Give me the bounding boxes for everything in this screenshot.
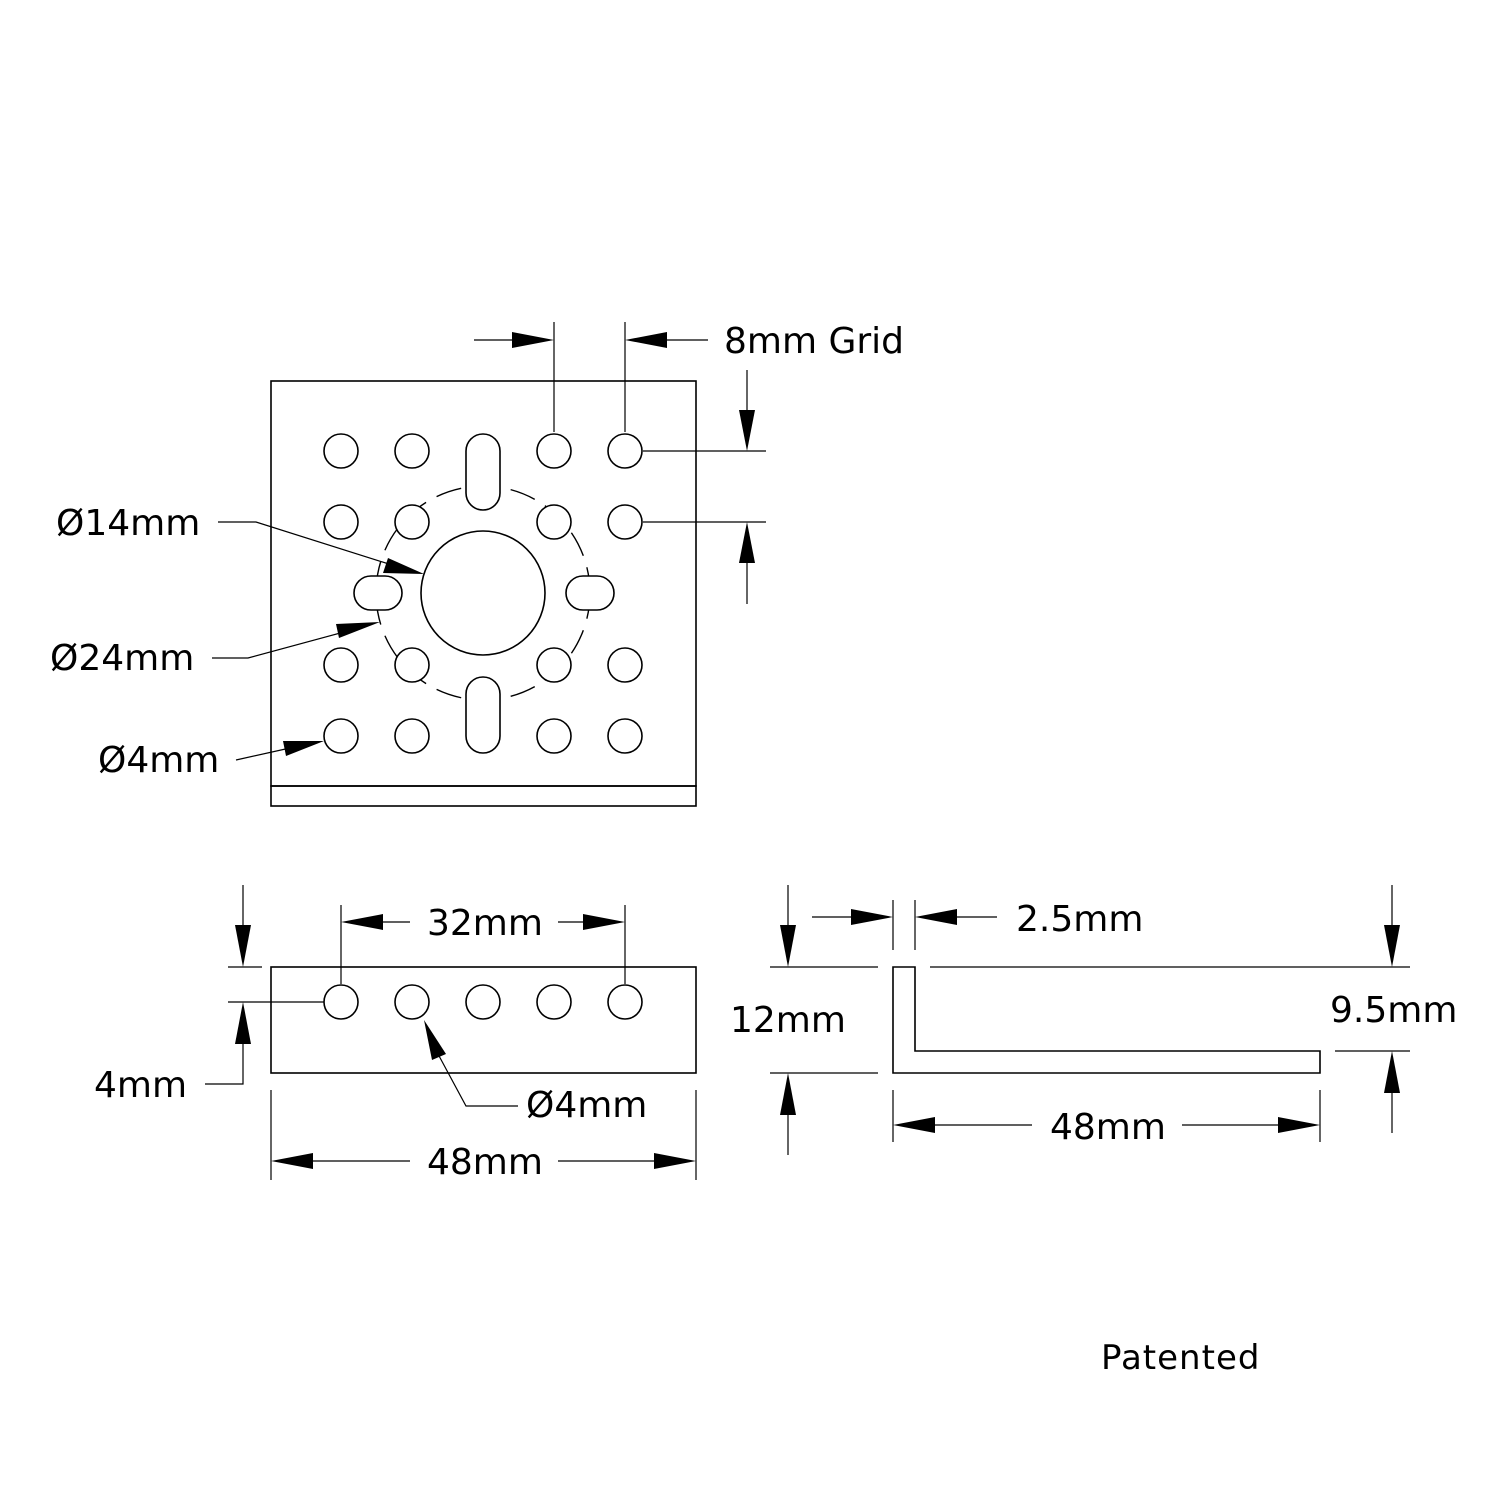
grid-hole — [607, 718, 643, 754]
slots — [353, 433, 615, 754]
grid-hole — [323, 433, 359, 469]
grid-hole — [323, 504, 359, 540]
width-dimension-front: 48mm — [270, 1090, 697, 1183]
arrow-icon — [341, 914, 383, 930]
center-bore — [420, 530, 546, 656]
arrow-icon — [1278, 1117, 1320, 1133]
grid-hole — [536, 504, 572, 540]
slot-bottom — [465, 676, 501, 754]
grid-hole — [394, 718, 430, 754]
grid-label: 8mm Grid — [724, 321, 904, 362]
height-dimension: 12mm — [730, 885, 878, 1155]
grid-dimension: 8mm Grid — [474, 321, 904, 604]
grid-hole — [536, 647, 572, 683]
arrow-icon — [383, 558, 424, 574]
top-view-flange — [270, 785, 697, 807]
bore-callout: Ø14mm — [56, 503, 424, 574]
arrow-icon — [625, 332, 667, 348]
arrow-icon — [583, 914, 625, 930]
arrow-icon — [780, 1073, 796, 1115]
front-hole — [465, 984, 501, 1020]
front-view: 32mm 4mm Ø4mm 48mm — [94, 885, 697, 1183]
arrow-icon — [271, 1153, 313, 1169]
bolt-circle-label: Ø24mm — [50, 638, 194, 679]
grid-hole — [536, 433, 572, 469]
arrow-icon — [235, 925, 251, 967]
grid-hole — [607, 433, 643, 469]
arrow-icon — [739, 410, 755, 451]
slot-right — [565, 575, 615, 611]
arrow-icon — [893, 1117, 935, 1133]
side-view-profile — [892, 966, 1321, 1074]
arrow-icon — [336, 622, 380, 638]
arrow-icon — [654, 1153, 696, 1169]
hole-span-label: 32mm — [427, 903, 543, 944]
arrow-icon — [851, 909, 893, 925]
thickness-dimension: 2.5mm — [812, 899, 1143, 950]
arrow-icon — [780, 925, 796, 967]
arrow-icon — [424, 1020, 446, 1060]
grid-hole — [607, 504, 643, 540]
grid-hole — [536, 718, 572, 754]
height-label: 12mm — [730, 1000, 846, 1041]
grid-hole — [394, 504, 430, 540]
front-view-outline — [270, 966, 697, 1074]
hole-callout-front: Ø4mm — [424, 1020, 647, 1126]
bolt-circle-callout: Ø24mm — [50, 622, 380, 679]
inner-height-dimension: 9.5mm — [930, 885, 1457, 1133]
inner-height-label: 9.5mm — [1330, 990, 1457, 1031]
length-label-side: 48mm — [1050, 1107, 1166, 1148]
edge-offset-label: 4mm — [94, 1065, 187, 1106]
arrow-icon — [1384, 925, 1400, 967]
grid-holes — [323, 433, 643, 754]
thickness-label: 2.5mm — [1016, 899, 1143, 940]
patent-note: Patented — [1101, 1338, 1260, 1378]
grid-hole — [394, 647, 430, 683]
hole-callout-top: Ø4mm — [98, 740, 324, 781]
front-hole — [536, 984, 572, 1020]
length-dimension-side: 48mm — [892, 1090, 1321, 1148]
front-hole — [394, 984, 430, 1020]
grid-hole — [323, 718, 359, 754]
front-hole — [323, 984, 359, 1020]
width-label-front: 48mm — [427, 1142, 543, 1183]
bore-dia-label: Ø14mm — [56, 503, 200, 544]
grid-hole — [607, 647, 643, 683]
grid-hole — [323, 647, 359, 683]
hole-span-dimension: 32mm — [340, 903, 626, 984]
side-view: 2.5mm 12mm 9.5mm — [730, 885, 1457, 1155]
front-hole — [607, 984, 643, 1020]
grid-hole — [394, 433, 430, 469]
arrow-icon — [915, 909, 957, 925]
edge-offset-dimension: 4mm — [94, 885, 324, 1106]
arrow-icon — [283, 741, 324, 756]
arrow-icon — [235, 1002, 251, 1044]
hole-dia-label-top: Ø4mm — [98, 740, 219, 781]
slot-left — [353, 575, 403, 611]
top-view: 8mm Grid Ø14mm Ø24mm Ø4mm — [50, 321, 904, 807]
arrow-icon — [512, 332, 554, 348]
slot-top — [465, 433, 501, 511]
arrow-icon — [1384, 1051, 1400, 1093]
hole-dia-label-front: Ø4mm — [526, 1085, 647, 1126]
arrow-icon — [739, 522, 755, 563]
